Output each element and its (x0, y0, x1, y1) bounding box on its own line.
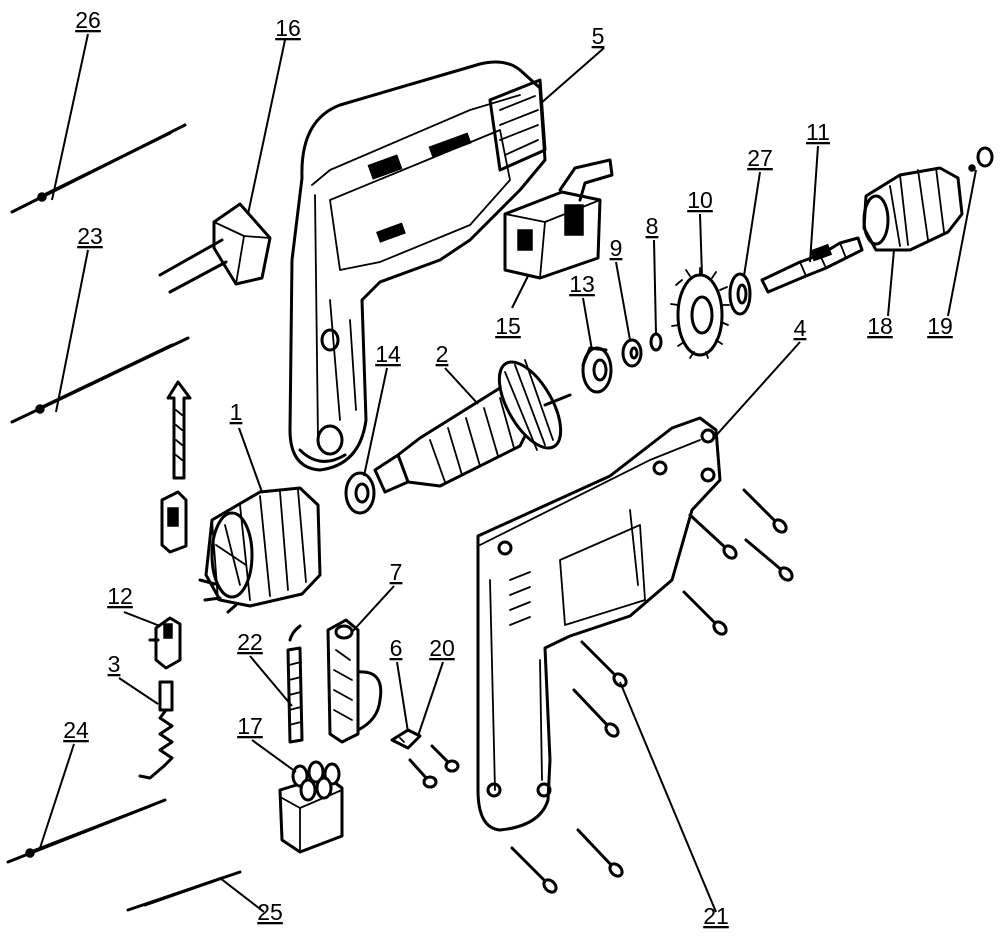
label-6: 6 (390, 635, 403, 661)
label-3: 3 (108, 651, 121, 677)
part-24-wire-lead (6, 798, 167, 864)
brush-assembly (160, 380, 192, 554)
label-14: 14 (375, 341, 401, 367)
label-16: 16 (275, 15, 301, 41)
part-25-wire-lead (126, 870, 242, 912)
part-16-cord-guard (158, 202, 272, 294)
part-27-ring (728, 272, 752, 316)
leader-lines (39, 33, 977, 913)
part-21-screws (510, 488, 794, 894)
part-20-screw (408, 744, 460, 789)
label-1: 1 (230, 399, 243, 425)
part-14-bearing (344, 471, 376, 515)
part-11-spindle (760, 236, 864, 294)
label-13: 13 (569, 271, 595, 297)
part-22-cable (286, 624, 304, 744)
label-10: 10 (687, 187, 713, 213)
part-12-brush-holder (148, 616, 182, 670)
label-2: 2 (436, 341, 449, 367)
part-10-gear (670, 267, 730, 359)
label-19: 19 (927, 313, 953, 339)
label-12: 12 (107, 583, 133, 609)
part-labels: 26 16 23 5 11 27 10 8 9 13 15 2 14 4 18 … (63, 7, 953, 929)
label-23: 23 (77, 223, 103, 249)
label-24: 24 (63, 717, 89, 743)
label-25: 25 (257, 899, 283, 925)
part-26-wire-lead (10, 123, 187, 214)
part-13-bearing (581, 346, 613, 394)
label-21: 21 (703, 903, 729, 929)
label-15: 15 (495, 313, 521, 339)
label-8: 8 (646, 213, 659, 239)
part-23-wire-lead (10, 336, 190, 424)
part-17-terminal-block (278, 760, 344, 854)
part-8-ring (649, 332, 663, 352)
part-6-clip (390, 728, 422, 750)
label-4: 4 (794, 315, 807, 341)
part-19-screw (968, 146, 994, 172)
part-5-housing-half (288, 60, 547, 472)
part-15-switch (503, 158, 614, 280)
label-20: 20 (429, 635, 455, 661)
label-18: 18 (867, 313, 893, 339)
label-26: 26 (75, 7, 101, 33)
label-5: 5 (592, 23, 605, 49)
part-1-stator (198, 486, 322, 614)
label-17: 17 (237, 713, 263, 739)
label-27: 27 (747, 145, 773, 171)
part-7-capacitor (326, 618, 383, 744)
part-3-carbon-brush (138, 680, 174, 780)
label-22: 22 (237, 629, 263, 655)
label-9: 9 (610, 235, 623, 261)
part-9-sleeve (621, 338, 643, 368)
part-2-armature (373, 359, 572, 494)
part-18-chuck (862, 166, 964, 252)
label-7: 7 (390, 559, 403, 585)
part-4-housing-half (476, 416, 722, 832)
label-11: 11 (806, 119, 830, 145)
